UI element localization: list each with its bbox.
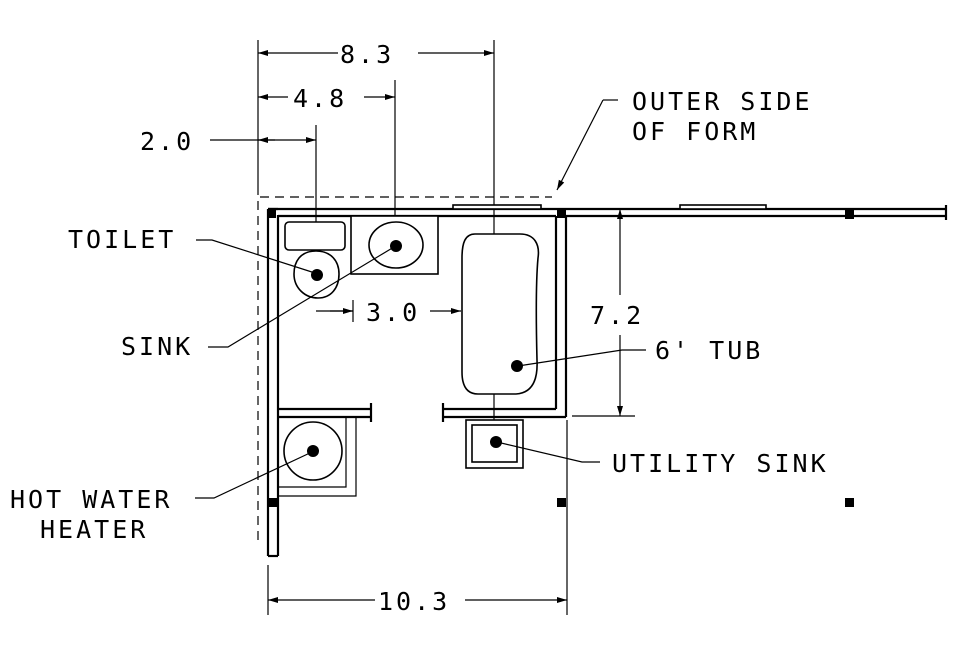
- walls: [266, 204, 948, 558]
- outer-form-line: OUTER SIDE OF FORM: [257, 87, 813, 540]
- water-heater: [278, 417, 357, 497]
- post: [269, 498, 278, 507]
- post: [557, 498, 566, 507]
- utility-sink-label: UTILITY SINK: [612, 449, 829, 478]
- post: [267, 209, 276, 218]
- dimension-overall-top: 8.3: [258, 40, 494, 69]
- post: [845, 210, 854, 219]
- water-heater-callout: HOT WATER HEATER: [10, 451, 313, 544]
- outer-form-label-line1: OUTER SIDE: [632, 87, 813, 116]
- tub-marker: [511, 360, 523, 372]
- water-heater-label-line1: HOT WATER: [10, 485, 172, 514]
- extension-lines: [257, 40, 635, 615]
- toilet-tank: [284, 221, 346, 251]
- toilet: [284, 221, 346, 299]
- dimension-label: 3.0: [366, 298, 420, 327]
- post: [557, 209, 566, 218]
- dimension-tub-length: 7.2: [590, 209, 644, 416]
- utility-sink: [465, 419, 524, 469]
- dimension-to-sink: 4.8: [258, 84, 395, 113]
- dimension-to-toilet: 2.0: [140, 127, 316, 156]
- water-heater-label-line2: HEATER: [40, 515, 148, 544]
- sink-marker: [390, 240, 402, 252]
- dimension-label: 4.8: [293, 84, 347, 113]
- dimension-label: 10.3: [378, 587, 450, 616]
- tub-outline: [461, 233, 540, 395]
- toilet-marker: [311, 269, 323, 281]
- dimension-label: 7.2: [590, 301, 644, 330]
- bathtub: [461, 233, 540, 395]
- dimension-label: 8.3: [340, 40, 394, 69]
- tub-callout: 6' TUB: [517, 336, 763, 367]
- water-heater-marker: [307, 445, 319, 457]
- utility-sink-marker: [490, 436, 502, 448]
- utility-sink-callout: UTILITY SINK: [496, 441, 829, 478]
- outer-form-label-line2: OF FORM: [632, 117, 758, 146]
- toilet-label: TOILET: [68, 225, 176, 254]
- dimension-tub-clearance: 3.0: [330, 298, 475, 327]
- sink-callout: SINK: [121, 246, 395, 361]
- posts: [267, 209, 854, 507]
- toilet-callout: TOILET: [68, 225, 316, 274]
- tub-label: 6' TUB: [655, 336, 763, 365]
- post: [845, 498, 854, 507]
- sink-label: SINK: [121, 332, 193, 361]
- dimension-label: 2.0: [140, 127, 194, 156]
- dimension-overall-bottom: 10.3: [268, 587, 567, 616]
